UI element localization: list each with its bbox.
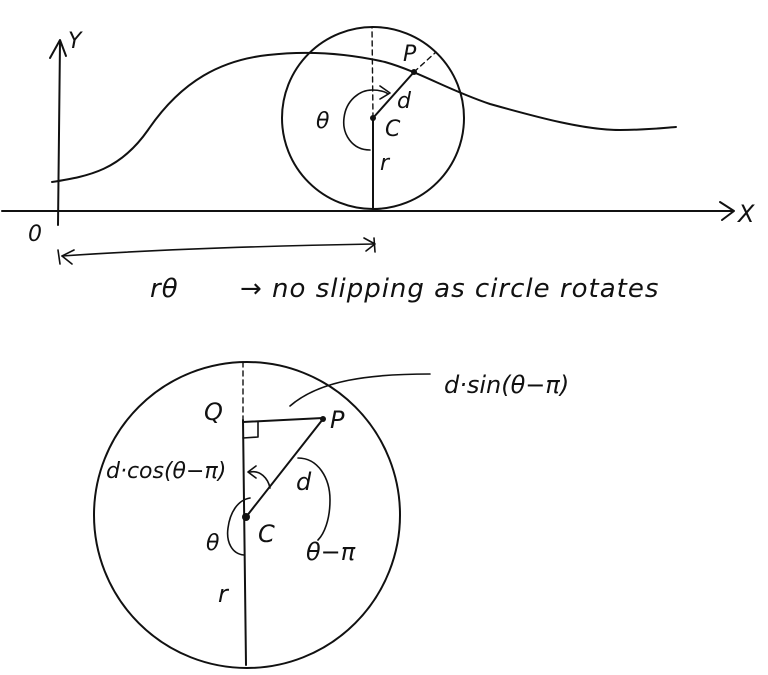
segment-cp (372, 71, 415, 119)
arc-length-left-tick (57, 249, 61, 265)
y-axis-label: Y (68, 29, 83, 54)
no-slipping-caption: → no slipping as circle rotates (240, 274, 659, 304)
x-axis-label: X (736, 200, 755, 228)
arc-length-label: rθ (150, 274, 179, 304)
d-cos-label: d·cos(θ−π) (106, 459, 226, 484)
small-angle-arc (249, 470, 271, 489)
small-angle-arrowhead (247, 465, 257, 479)
d-sin-label: d·sin(θ−π) (444, 371, 569, 399)
point-c-label: C (385, 117, 401, 142)
theta-arc-arrowhead (379, 85, 391, 100)
y-axis (57, 41, 61, 226)
dsin-leader-line (289, 373, 431, 407)
center-point-c (370, 115, 376, 121)
segment-cp-extension (413, 51, 437, 73)
detail-d-label: d (296, 468, 312, 496)
right-angle-marker (242, 421, 259, 439)
q-label: Q (204, 398, 223, 426)
theta-label: θ (316, 109, 330, 134)
detail-c-label: C (258, 520, 275, 548)
theta-arc (343, 89, 389, 151)
segment-qp (242, 417, 324, 423)
detail-vertical-line (242, 419, 247, 666)
arc-length-right-tick (373, 237, 376, 253)
detail-p-label: P (330, 406, 345, 434)
point-p (411, 69, 417, 75)
y-axis-arrowhead (49, 39, 67, 59)
detail-r-label: r (218, 580, 230, 608)
detail-theta-label: θ (206, 531, 220, 556)
point-p-label: P (403, 42, 417, 67)
theta-minus-pi-label: θ−π (306, 538, 356, 566)
theta-minus-pi-arc (297, 457, 331, 541)
arc-length-arrow (61, 243, 375, 257)
trochoid-curve (51, 51, 677, 183)
bottom-diagram: d·sin(θ−π) Q P d·cos(θ−π) d C θ θ−π r (93, 361, 569, 669)
d-label: d (397, 89, 412, 114)
detail-circle (93, 361, 401, 669)
vertical-reference-dashed (371, 26, 374, 119)
segment-cp-detail (245, 418, 324, 518)
origin-label: 0 (28, 222, 42, 247)
r-label: r (380, 151, 391, 176)
detail-point-c (242, 513, 250, 521)
top-diagram: Y X 0 θ P d C r rθ (1, 26, 755, 304)
detail-theta-arc (226, 497, 251, 556)
detail-point-p (320, 416, 326, 422)
arc-length-arrow-left-head (61, 249, 75, 265)
x-axis-arrowhead (719, 201, 735, 221)
